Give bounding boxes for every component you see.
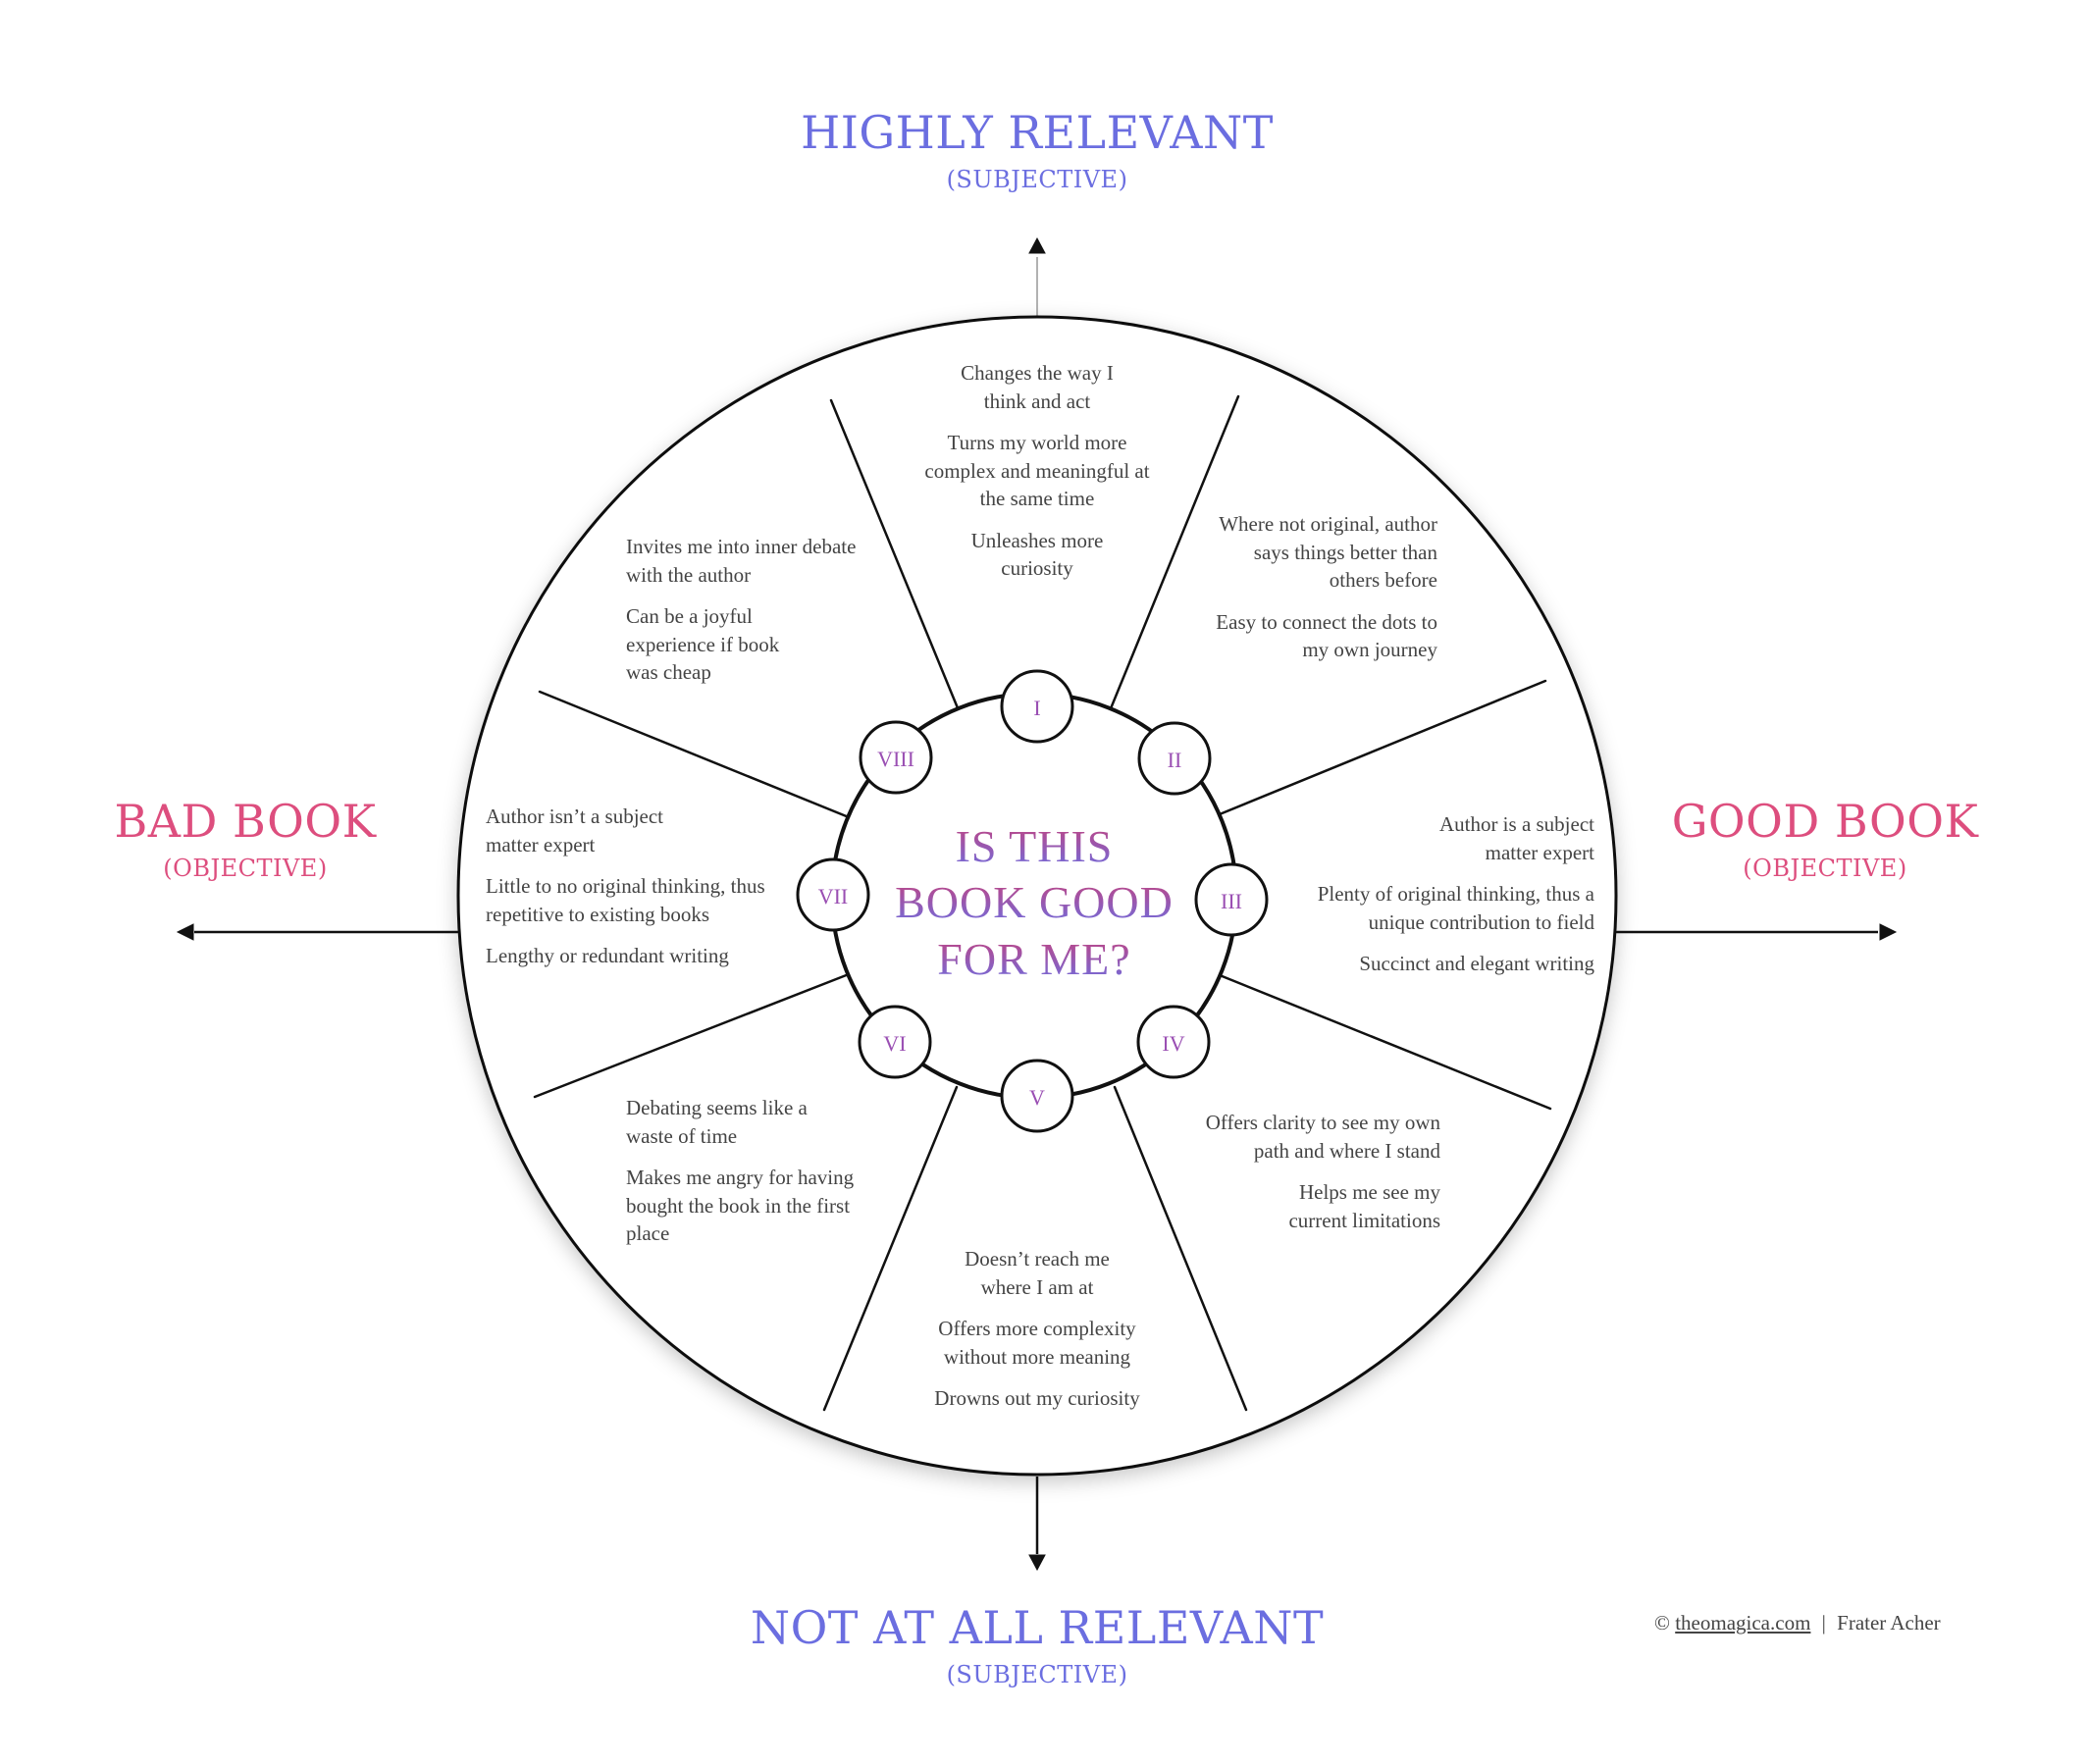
segment-ii-item: Where not original, author says things b…	[1219, 512, 1437, 592]
axis-bottom-title: NOT AT ALL RELEVANT	[750, 1601, 1325, 1654]
segment-ii-item: Easy to connect the dots to my own journ…	[1216, 609, 1437, 662]
axis-left-title: BAD BOOK	[114, 795, 377, 848]
axis-top-title: HIGHLY RELEVANT	[801, 106, 1274, 159]
node-v-label: V	[1029, 1085, 1045, 1110]
segment-vi-item: Makes me angry for having bought the boo…	[626, 1166, 855, 1245]
arrow-up-icon	[1028, 236, 1046, 254]
spoke-ii-iii	[1213, 679, 1547, 818]
segment-iii-text: Author is a subject matter expert Plenty…	[1276, 810, 1594, 978]
spoke-viii-i	[829, 398, 963, 717]
axis-right-subtitle: (OBJECTIVE)	[1743, 855, 1907, 882]
credit-author: Frater Acher	[1837, 1611, 1941, 1634]
segment-iii-item: Succinct and elegant writing	[1359, 952, 1594, 975]
axis-right-title: GOOD BOOK	[1671, 795, 1979, 848]
node-ii: II	[1137, 721, 1212, 796]
numeral-nodes: I II III IV V VI	[796, 669, 1269, 1133]
axis-arrows	[176, 236, 1898, 1572]
segment-i-text: Changes the way I think and act Turns my…	[890, 359, 1184, 583]
node-vi-label: VI	[883, 1031, 906, 1056]
axis-left-subtitle: (OBJECTIVE)	[163, 855, 328, 882]
segment-vii-item: Author isn’t a subject matter expert	[486, 804, 664, 856]
segment-iv-text: Offers clarity to see my own path and wh…	[1177, 1109, 1440, 1234]
segment-iv-item: Helps me see my current limitations	[1288, 1180, 1440, 1232]
axis-bottom-subtitle: (SUBJECTIVE)	[946, 1661, 1128, 1688]
segment-vii-item: Lengthy or redundant writing	[486, 944, 729, 967]
arrow-left-icon	[176, 923, 194, 941]
spokes	[533, 394, 1552, 1412]
segment-vii-text: Author isn’t a subject matter expert Lit…	[486, 803, 800, 970]
segment-iii-item: Author is a subject matter expert	[1438, 812, 1594, 864]
spoke-vi-vii	[533, 972, 851, 1099]
segment-i-item: Unleashes more curiosity	[970, 528, 1104, 581]
axis-left-label: BAD BOOK (OBJECTIVE)	[98, 795, 392, 883]
segment-vii-item: Little to no original thinking, thus rep…	[486, 874, 765, 926]
spoke-iii-iv	[1213, 971, 1552, 1111]
node-i-label: I	[1033, 696, 1040, 720]
node-vii-label: VII	[818, 884, 849, 908]
credit-line: © theomagica.com | Frater Acher	[1654, 1611, 1941, 1635]
segment-iii-item: Plenty of original thinking, thus a uniq…	[1317, 882, 1594, 934]
segment-ii-text: Where not original, author says things b…	[1202, 510, 1437, 664]
segment-v-item: Offers more complexity without more mean…	[938, 1317, 1136, 1369]
axis-right-label: GOOD BOOK (OBJECTIVE)	[1658, 795, 1992, 883]
spoke-iv-v	[1113, 1085, 1248, 1412]
center-question: IS THIS BOOK GOOD FOR ME?	[895, 821, 1174, 984]
segment-vi-text: Debating seems like a waste of time Make…	[626, 1094, 861, 1248]
site-link[interactable]: theomagica.com	[1675, 1611, 1811, 1634]
copyright-symbol: ©	[1654, 1611, 1670, 1634]
node-viii-label: VIII	[877, 747, 914, 771]
node-iii-label: III	[1221, 889, 1242, 913]
spoke-vii-viii	[538, 690, 851, 819]
segment-i-item: Changes the way I think and act	[961, 361, 1114, 413]
credit-separator: |	[1821, 1611, 1826, 1634]
node-viii: VIII	[859, 720, 933, 795]
node-i: I	[1000, 669, 1074, 744]
spoke-v-vi	[822, 1085, 959, 1412]
arrow-right-icon	[1879, 923, 1898, 941]
axis-top-subtitle: (SUBJECTIVE)	[946, 166, 1128, 193]
spoke-i-ii	[1105, 394, 1240, 720]
node-vii: VII	[796, 857, 870, 932]
segment-v-text: Doesn’t reach me where I am at Offers mo…	[900, 1245, 1174, 1413]
axis-bottom-label: NOT AT ALL RELEVANT (SUBJECTIVE)	[694, 1601, 1381, 1689]
node-v: V	[1000, 1059, 1074, 1133]
segment-i-item: Turns my world more complex and meaningf…	[924, 431, 1150, 510]
node-vi: VI	[858, 1005, 932, 1079]
node-ii-label: II	[1168, 748, 1182, 772]
segment-v-item: Drowns out my curiosity	[934, 1386, 1140, 1410]
segment-viii-item: Can be a joyful experience if book was c…	[626, 604, 780, 684]
segment-iv-item: Offers clarity to see my own path and wh…	[1205, 1111, 1440, 1163]
segment-viii-text: Invites me into inner debate with the au…	[626, 533, 861, 687]
center-line-3: FOR ME?	[937, 934, 1130, 984]
node-iv: IV	[1136, 1005, 1211, 1079]
arrow-down-icon	[1028, 1554, 1046, 1572]
segment-vi-item: Debating seems like a waste of time	[626, 1096, 808, 1148]
segment-v-item: Doesn’t reach me where I am at	[965, 1247, 1110, 1299]
center-line-2: BOOK GOOD	[895, 877, 1174, 927]
node-iv-label: IV	[1162, 1031, 1184, 1056]
center-line-1: IS THIS	[956, 821, 1114, 871]
node-iii: III	[1194, 862, 1269, 937]
segment-viii-item: Invites me into inner debate with the au…	[626, 535, 857, 587]
axis-top-label: HIGHLY RELEVANT (SUBJECTIVE)	[743, 106, 1331, 194]
